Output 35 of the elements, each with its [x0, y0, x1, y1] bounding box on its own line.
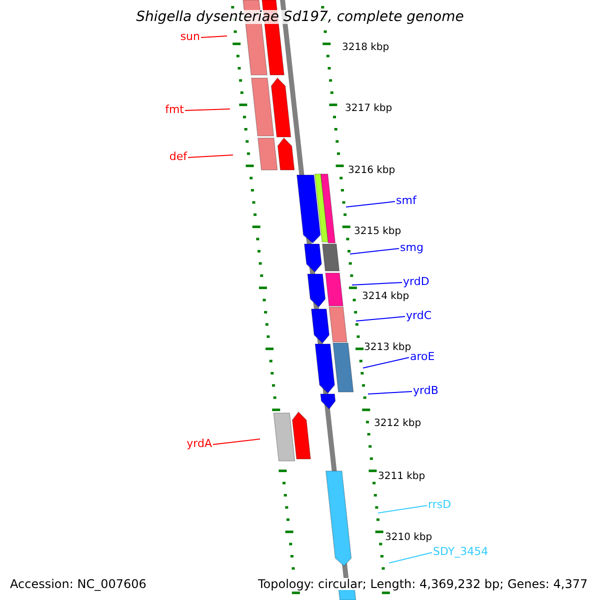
gene-label: fmt: [165, 104, 184, 115]
gene-label: def: [169, 151, 187, 162]
gene-label: yrdB: [413, 385, 438, 396]
gene-label: yrdA: [186, 438, 212, 449]
scale-label: 3218 kbp: [342, 43, 390, 53]
gene-label: yrdC: [406, 310, 432, 321]
gene-label: yrdD: [403, 276, 430, 287]
gene-label: smg: [400, 242, 424, 253]
leader-line: [388, 552, 432, 564]
leader-line: [378, 505, 428, 514]
leader-line: [212, 438, 260, 445]
gene-label: rrsD: [428, 499, 452, 510]
info-text: Topology: circular; Length: 4,369,232 bp; Genes: 4,377: [258, 578, 588, 590]
info-text: Accession: NC_007606: [10, 578, 146, 590]
gene-label: sun: [180, 31, 200, 42]
leader-line: [362, 357, 410, 368]
leader-line: [368, 391, 412, 394]
leader-line: [188, 154, 234, 158]
scale-label: 3214 kbp: [362, 292, 410, 302]
scale-label: 3212 kbp: [374, 419, 422, 429]
scale-label: 3213 kbp: [364, 343, 412, 353]
gene-label: aroE: [410, 351, 435, 362]
leader-line: [200, 36, 228, 38]
scale-label: 3217 kbp: [345, 104, 392, 114]
leader-line: [356, 316, 406, 322]
leader-line: [352, 282, 402, 286]
leader-line: [350, 248, 400, 254]
gene-label: smf: [396, 195, 416, 206]
scale-label: 3216 kbp: [348, 166, 396, 176]
scale-label: 3210 kbp: [385, 533, 432, 543]
leader-line: [346, 201, 396, 208]
scale-label: 3215 kbp: [354, 227, 402, 237]
leader-line: [184, 108, 230, 111]
scale-label: 3211 kbp: [378, 472, 426, 482]
gene-label: SDY_3454: [433, 546, 488, 557]
